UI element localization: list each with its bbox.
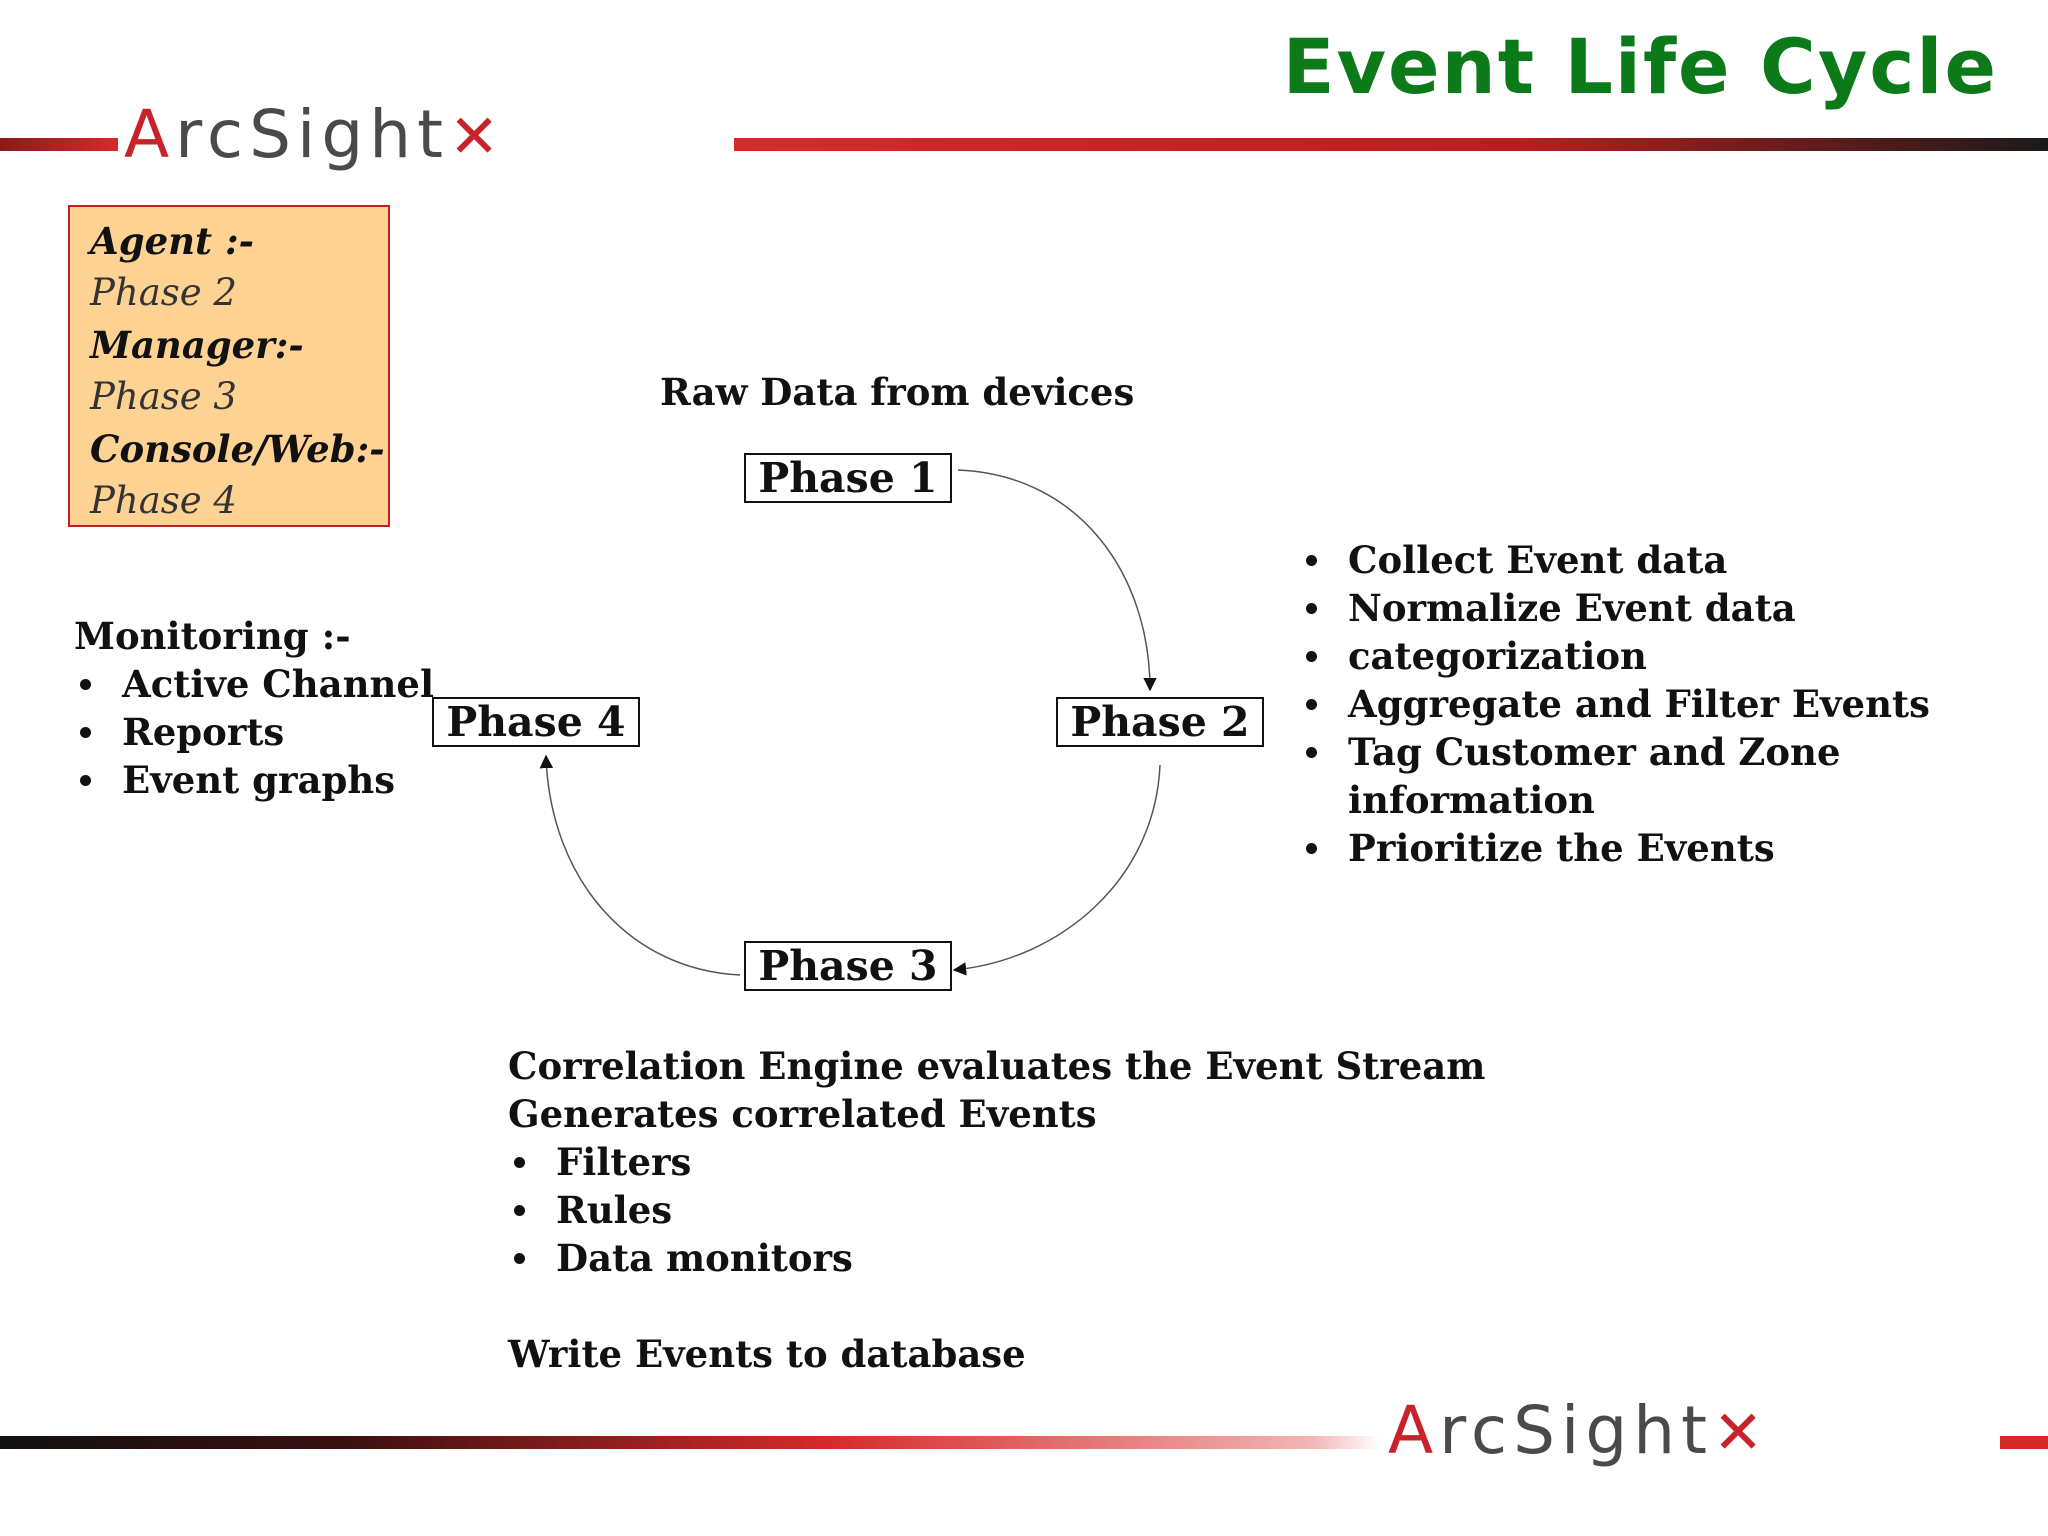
slide-title: Event Life Cycle xyxy=(1282,22,1998,111)
phase3-item: Filters xyxy=(508,1138,1485,1186)
arcsight-logo-top: ArcSight✕ xyxy=(124,96,506,173)
monitoring-heading: Monitoring :- xyxy=(74,614,351,658)
phase2-task-list: Collect Event data Normalize Event data … xyxy=(1300,536,2048,872)
phase2-task-item: Prioritize the Events xyxy=(1300,824,2048,872)
arrow-phase3-to-phase4 xyxy=(539,754,741,976)
footer-rule-right xyxy=(2000,1436,2048,1449)
phase-4-box: Phase 4 xyxy=(432,697,640,747)
role-label: Console/Web:- xyxy=(90,427,385,471)
phase-3-box: Phase 3 xyxy=(744,941,952,991)
phase2-task-item: categorization xyxy=(1300,632,2048,680)
monitoring-item: Active Channel xyxy=(74,660,434,708)
monitoring-block: Monitoring :- Active Channel Reports Eve… xyxy=(74,612,434,804)
role-phase: Phase 4 xyxy=(90,479,237,522)
logo-mark-icon: ✕ xyxy=(1712,1398,1770,1468)
role-phase: Phase 3 xyxy=(90,375,237,418)
monitoring-item: Event graphs xyxy=(74,756,434,804)
write-events-line: Write Events to database xyxy=(508,1332,1026,1376)
role-phase: Phase 2 xyxy=(90,271,237,314)
phase-1-box: Phase 1 xyxy=(744,453,952,503)
role-phase-box: Agent :- Phase 2 Manager:- Phase 3 Conso… xyxy=(68,205,390,527)
phase2-task-item: Tag Customer and Zone information xyxy=(1300,728,2048,824)
raw-data-label: Raw Data from devices xyxy=(660,370,1135,414)
phase2-task-item: Aggregate and Filter Events xyxy=(1300,680,2048,728)
monitoring-item: Reports xyxy=(74,708,434,756)
phase-2-box: Phase 2 xyxy=(1056,697,1264,747)
phase3-item: Data monitors xyxy=(508,1234,1485,1282)
footer-rule-left xyxy=(0,1436,1380,1449)
role-label: Agent :- xyxy=(90,219,255,263)
logo-mark-icon: ✕ xyxy=(448,102,506,172)
generates-line: Generates correlated Events xyxy=(508,1092,1097,1136)
phase2-task-item: Normalize Event data xyxy=(1300,584,2048,632)
header-rule-left xyxy=(0,138,118,151)
phase3-item: Rules xyxy=(508,1186,1485,1234)
phase3-notes: Correlation Engine evaluates the Event S… xyxy=(508,1042,1485,1378)
header-rule-right xyxy=(734,138,2048,151)
arrow-phase1-to-phase2 xyxy=(957,469,1157,692)
role-label: Manager:- xyxy=(90,323,304,367)
correlation-line: Correlation Engine evaluates the Event S… xyxy=(508,1044,1486,1088)
arrow-phase2-to-phase3 xyxy=(952,764,1161,976)
arcsight-logo-bottom: ArcSight✕ xyxy=(1388,1392,1770,1469)
phase2-task-item: Collect Event data xyxy=(1300,536,2048,584)
